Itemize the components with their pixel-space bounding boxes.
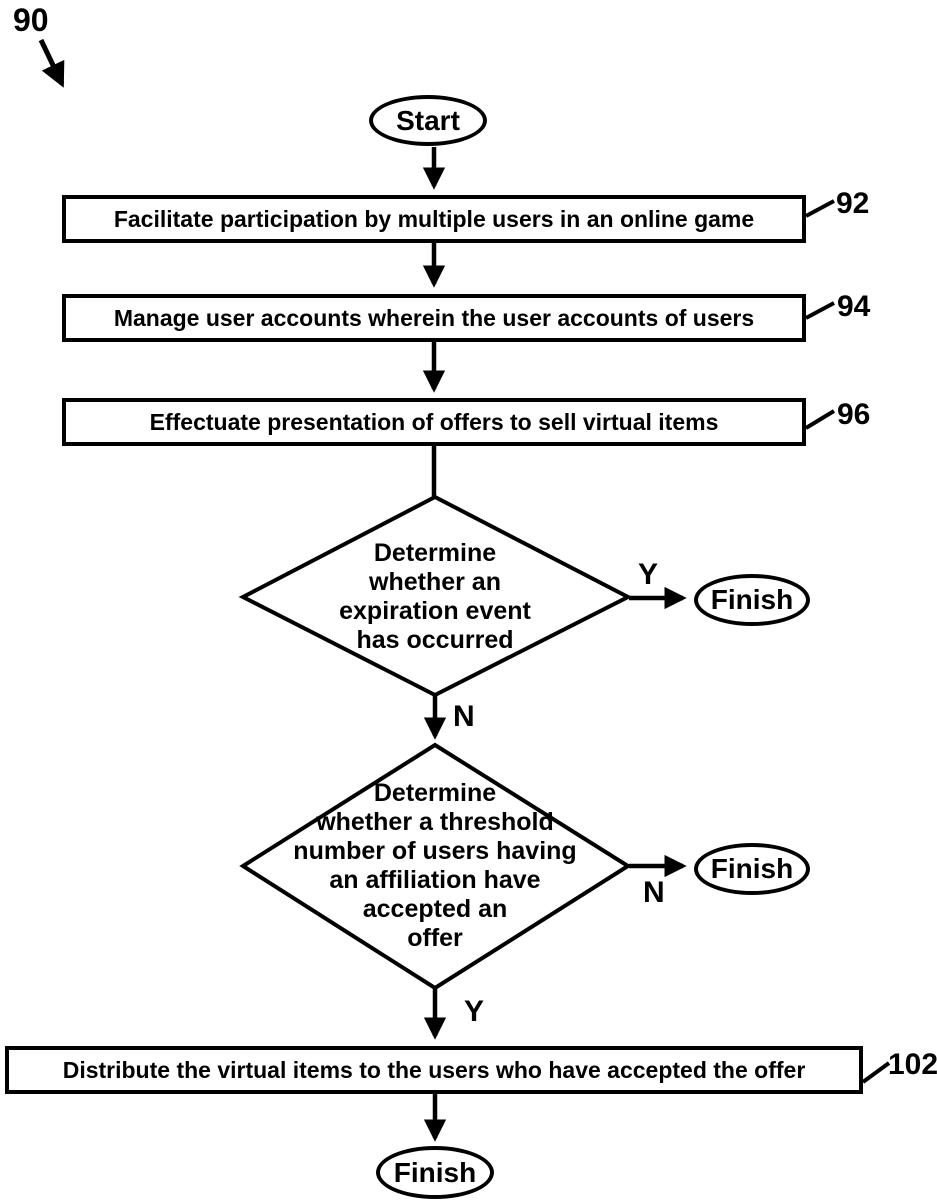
ref-92-tick (805, 199, 835, 218)
process-box-102-label: Distribute the virtual items to the user… (62, 1056, 806, 1083)
process-box-94: Manage user accounts wherein the user ac… (62, 294, 806, 342)
expiration-no-label: N (453, 700, 475, 733)
ref-102-tick (861, 1061, 891, 1084)
ref-92-label: 92 (836, 187, 870, 220)
figure-ref-label: 90 (13, 2, 49, 38)
process-box-94-label: Manage user accounts wherein the user ac… (113, 304, 755, 331)
start-label: Start (396, 104, 460, 136)
finish-top-label: Finish (710, 584, 794, 615)
threshold-no-label: N (643, 876, 665, 909)
finish-node-bottom: Finish (376, 1146, 494, 1199)
start-node: Start (369, 95, 487, 146)
process-box-92: Facilitate participation by multiple use… (62, 195, 806, 243)
finish-node-mid: Finish (694, 843, 810, 895)
figure-ref-arrow (38, 38, 65, 88)
decision-threshold-diamond (239, 742, 632, 991)
ref-94-tick (805, 301, 835, 320)
decision-expiration-text: Determine whether an expiration event ha… (339, 539, 531, 654)
decision-expiration-diamond (238, 494, 633, 698)
process-box-102: Distribute the virtual items to the user… (5, 1046, 863, 1094)
expiration-yes-label: Y (638, 558, 659, 591)
finish-bottom-label: Finish (393, 1156, 477, 1188)
process-box-96-label: Effectuate presentation of offers to sel… (149, 408, 719, 435)
ref-96-label: 96 (837, 398, 871, 431)
ref-102-label: 102 (888, 1048, 937, 1081)
ref-94-label: 94 (837, 290, 871, 323)
finish-mid-label: Finish (710, 853, 794, 884)
process-box-96: Effectuate presentation of offers to sel… (62, 398, 806, 446)
process-box-92-label: Facilitate participation by multiple use… (113, 205, 755, 232)
threshold-yes-label: Y (464, 995, 485, 1028)
decision-threshold-text: Determine whether a threshold number of … (293, 779, 577, 952)
ref-96-tick (804, 409, 836, 430)
finish-node-top: Finish (694, 574, 810, 626)
